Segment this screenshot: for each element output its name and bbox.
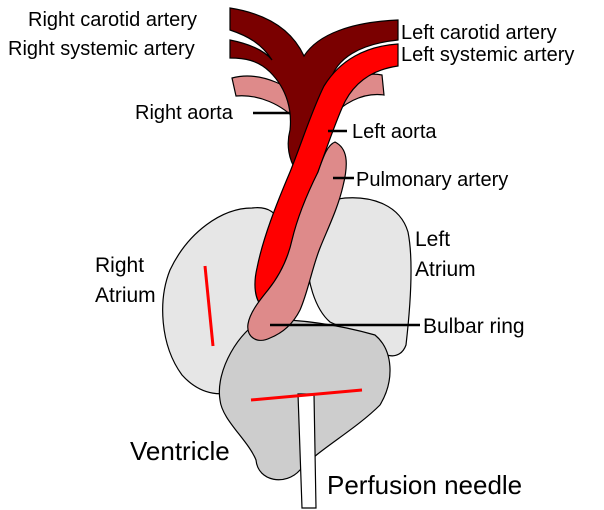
right-carotid-label: Right carotid artery — [28, 9, 197, 31]
left-carotid-label: Left carotid artery — [401, 22, 557, 44]
left-systemic-label: Left systemic artery — [401, 44, 574, 66]
left-atrium-label-line2: Atrium — [415, 258, 476, 281]
pulmonary-artery-label: Pulmonary artery — [356, 169, 508, 191]
right-systemic-label: Right systemic artery — [8, 38, 195, 60]
perfusion-needle-shape — [298, 394, 316, 508]
left-aorta-label: Left aorta — [352, 121, 437, 143]
left-atrium-label-line1: Left — [415, 228, 450, 251]
right-atrium-label-line2: Atrium — [95, 284, 156, 307]
bulbar-ring-label: Bulbar ring — [423, 315, 525, 338]
right-atrium-label-line1: Right — [95, 254, 144, 277]
ventricle-label: Ventricle — [130, 436, 230, 466]
right-aorta-label: Right aorta — [135, 102, 234, 124]
perfusion-needle-label: Perfusion needle — [327, 470, 522, 500]
